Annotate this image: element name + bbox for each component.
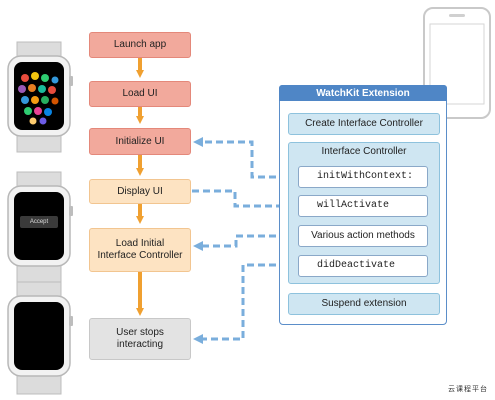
suspend-extension-step: Suspend extension — [288, 293, 440, 315]
method-will-activate: willActivate — [298, 195, 428, 217]
display-ui-step: Display UI — [89, 179, 191, 204]
load-ui-step: Load UI — [89, 81, 191, 107]
create-interface-controller-step: Create Interface Controller — [288, 113, 440, 135]
watch-blank-screen-icon — [7, 281, 73, 395]
watermark: 云课程平台 — [448, 386, 488, 393]
method-init-with-context: initWithContext: — [298, 166, 428, 188]
method-did-deactivate: didDeactivate — [298, 255, 428, 277]
interface-controller-title: Interface Controller — [321, 146, 407, 157]
accept-label: Accept — [29, 219, 49, 225]
method-action-methods: Various action methods — [298, 225, 428, 247]
user-stops-interacting-step: User stops interacting — [89, 318, 191, 360]
watchkit-extension-title: WatchKit Extension — [279, 85, 447, 101]
launch-app-step: Launch app — [89, 32, 191, 58]
initialize-ui-step: Initialize UI — [89, 128, 191, 155]
extension-connectors — [192, 137, 301, 344]
watch-home-screen-icon — [7, 41, 73, 153]
watch-accept-screen-icon — [7, 171, 73, 283]
load-initial-controller-step: Load Initial Interface Controller — [89, 228, 191, 272]
